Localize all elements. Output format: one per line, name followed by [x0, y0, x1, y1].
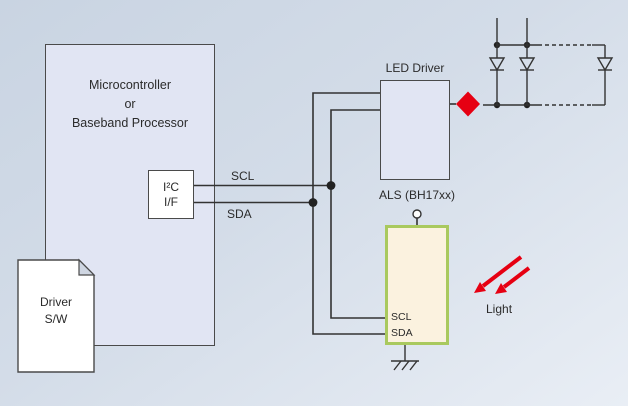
led-rail-dot — [493, 101, 501, 109]
led-rail-dot — [493, 41, 501, 49]
sda-junction-dot — [308, 198, 318, 207]
driver-sw-line1: Driver — [40, 295, 72, 309]
mcu-label-line2: or — [124, 97, 136, 111]
driver-sw-label: Driver S/W — [18, 294, 94, 328]
led-icon — [488, 45, 506, 105]
scl-bus-label: SCL — [231, 169, 255, 183]
als-sensor-box — [385, 225, 449, 345]
red-diamond-icon — [456, 91, 480, 117]
mcu-label-line1: Microcontroller — [89, 78, 171, 92]
driver-sw-line2: S/W — [44, 312, 68, 326]
i2c-interface-box: I²C I/F — [148, 170, 194, 219]
als-pin-sda-label: SDA — [391, 327, 413, 339]
led-driver-label: LED Driver — [385, 61, 445, 75]
microcontroller-label: Microcontroller or Baseband Processor — [45, 76, 215, 133]
light-arrow-icon — [474, 255, 531, 294]
led-icon — [596, 45, 614, 105]
ground-icon — [391, 345, 419, 371]
led-rail-dot — [523, 101, 531, 109]
sda-bus-label: SDA — [227, 207, 252, 221]
als-sensor-label: ALS (BH17xx) — [378, 188, 456, 202]
led-string — [488, 45, 614, 105]
i2c-label-line2: I/F — [164, 194, 178, 209]
i2c-label-line1: I²C — [163, 179, 179, 194]
sda-net-wire — [312, 92, 385, 335]
led-rail-dot — [523, 41, 531, 49]
als-pin-scl-label: SCL — [391, 311, 412, 323]
power-terminal-icon — [412, 209, 422, 219]
led-driver-box — [380, 80, 450, 180]
mcu-label-line3: Baseband Processor — [71, 116, 189, 130]
scl-net-wire — [330, 109, 385, 319]
scl-junction-dot — [326, 181, 336, 190]
light-label: Light — [486, 302, 513, 316]
led-icon — [518, 45, 536, 105]
